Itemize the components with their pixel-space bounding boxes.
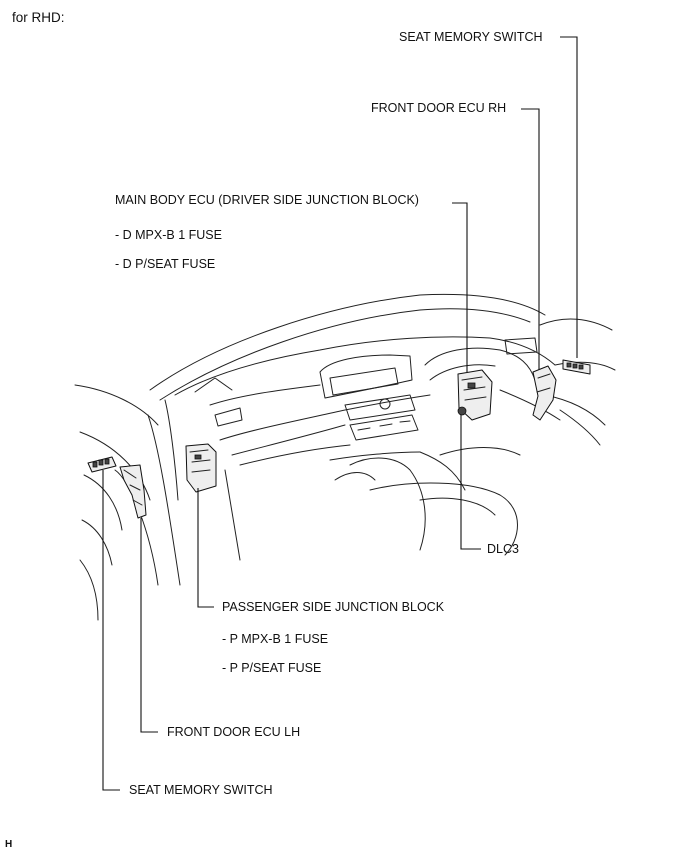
label-seat-memory-switch-rh: SEAT MEMORY SWITCH (399, 30, 543, 44)
leader-front-door-ecu-lh (140, 518, 158, 733)
label-d-mpx-b1-fuse: - D MPX-B 1 FUSE (115, 228, 222, 242)
leader-main-body-ecu (452, 202, 468, 372)
label-p-mpx-b1-fuse: - P MPX-B 1 FUSE (222, 632, 329, 646)
front-door-ecu-lh-part (119, 464, 147, 519)
leader-dlc3 (460, 415, 481, 550)
leader-passenger-side-junction-block (197, 488, 214, 608)
label-seat-memory-switch-lh: SEAT MEMORY SWITCH (129, 783, 273, 797)
label-d-pseat-fuse: - D P/SEAT FUSE (115, 257, 216, 271)
figure-code: H (5, 839, 13, 850)
seat-memory-switch-rh-part (562, 359, 591, 375)
seat-memory-switch-lh-part (87, 456, 117, 473)
page-title: for RHD: (12, 10, 65, 25)
leader-lines (102, 36, 578, 791)
front-door-ecu-rh-part (532, 365, 557, 421)
label-main-body-ecu: MAIN BODY ECU (DRIVER SIDE JUNCTION BLOC… (115, 193, 419, 207)
label-p-pseat-fuse: - P P/SEAT FUSE (222, 661, 322, 675)
label-front-door-ecu-lh: FRONT DOOR ECU LH (167, 725, 301, 739)
label-passenger-side-junction-block: PASSENGER SIDE JUNCTION BLOCK (222, 600, 445, 614)
leader-seat-memory-switch-rh (560, 36, 578, 358)
leader-front-door-ecu-rh (521, 108, 540, 370)
label-front-door-ecu-rh: FRONT DOOR ECU RH (371, 101, 507, 115)
dashboard-illustration (74, 293, 616, 621)
passenger-side-junction-block-part (185, 443, 217, 493)
label-dlc3: DLC3 (487, 542, 519, 556)
leader-seat-memory-switch-lh (102, 470, 120, 791)
dlc3-part (457, 406, 467, 416)
